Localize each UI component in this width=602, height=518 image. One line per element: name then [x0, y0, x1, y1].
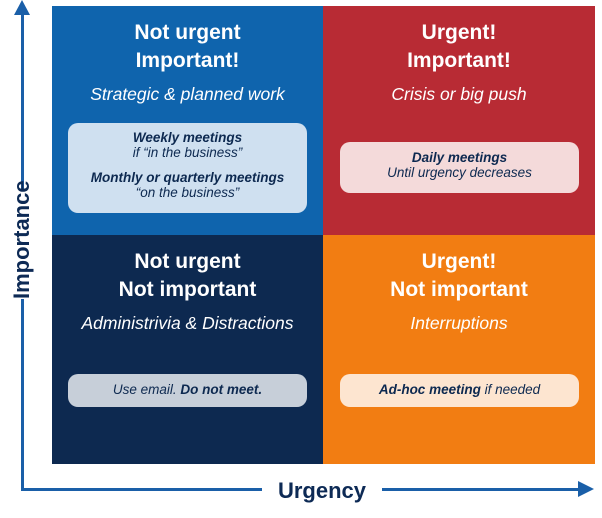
quadrant-title-line1: Not urgent	[134, 250, 241, 273]
quadrant-urgent-important: Urgent! Important! Crisis or big push Da…	[323, 6, 595, 235]
advice-line2-bold: Monthly or quarterly meetings	[90, 170, 285, 185]
quadrant-not-urgent-important: Not urgent Important! Strategic & planne…	[52, 6, 323, 235]
meeting-advice-box: Daily meetings Until urgency decreases	[340, 142, 579, 193]
advice-line2-normal: “on the business”	[135, 185, 240, 200]
quadrant-title-line2: Important!	[407, 49, 511, 72]
quadrant-subtitle: Interruptions	[410, 313, 508, 333]
quadrant-title: Not urgent Important!	[52, 19, 323, 75]
quadrant-not-urgent-not-important: Not urgent Not important Administrivia &…	[52, 235, 323, 464]
quadrant-title-line2: Not important	[390, 278, 528, 301]
quadrant-title: Urgent! Important!	[323, 19, 595, 75]
advice-text-normal: Use email.	[112, 382, 181, 397]
quadrant-title: Urgent! Not important	[323, 248, 595, 304]
advice-line: Use email. Do not meet.	[68, 382, 307, 397]
advice-text-bold: Ad-hoc meeting	[378, 382, 481, 397]
x-axis-arrow-icon	[578, 481, 594, 497]
quadrant-title: Not urgent Not important	[52, 248, 323, 304]
quadrant-title-line1: Not urgent	[134, 21, 241, 44]
quadrant-subtitle: Administrivia & Distractions	[81, 313, 294, 333]
meeting-advice-box: Ad-hoc meeting if needed	[340, 374, 579, 407]
advice-line1-bold: Weekly meetings	[132, 130, 243, 145]
advice-text-normal: if needed	[480, 382, 541, 397]
meeting-advice-box: Use email. Do not meet.	[68, 374, 307, 407]
x-axis-label: Urgency	[262, 477, 382, 505]
meeting-advice-box: Weekly meetings if “in the business” Mon…	[68, 123, 307, 213]
quadrant-subtitle: Strategic & planned work	[90, 84, 285, 104]
y-axis-label: Importance	[8, 180, 36, 299]
advice-line1-normal: Until urgency decreases	[387, 165, 532, 180]
quadrant-subtitle: Crisis or big push	[391, 84, 527, 104]
quadrant-title-line2: Not important	[118, 278, 257, 301]
quadrant-title-line2: Important!	[135, 49, 240, 72]
advice-line1-bold: Daily meetings	[411, 150, 508, 165]
advice-line1-normal: if “in the business”	[132, 145, 243, 160]
quadrant-urgent-not-important: Urgent! Not important Interruptions Ad-h…	[323, 235, 595, 464]
advice-line: Ad-hoc meeting if needed	[340, 382, 579, 397]
quadrant-title-line1: Urgent!	[421, 21, 497, 44]
y-axis-arrow-icon	[14, 0, 30, 15]
advice-text-bold: Do not meet.	[180, 382, 263, 397]
quadrant-title-line1: Urgent!	[421, 250, 497, 273]
